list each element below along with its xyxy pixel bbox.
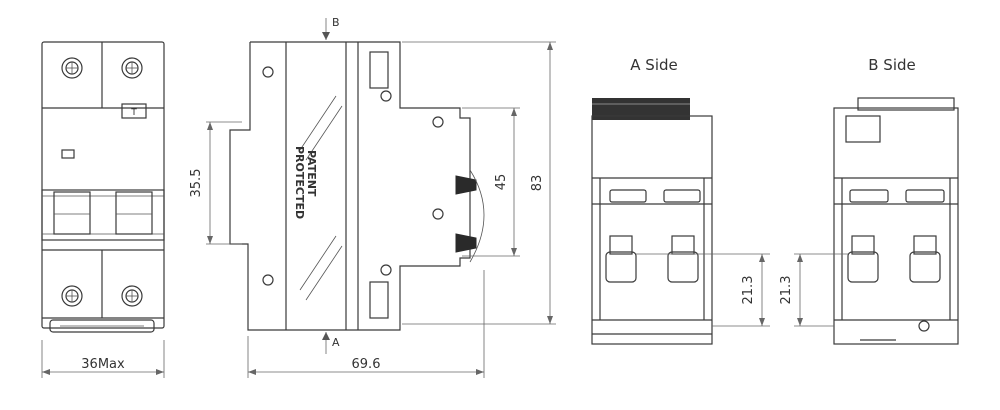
patent-text-line1: PATENT bbox=[305, 150, 318, 197]
side-view: PATENT PROTECTED B A 35.5 69.6 45 bbox=[189, 16, 556, 378]
total-height-dimension: 83 bbox=[530, 175, 545, 192]
terminal-screw-icon bbox=[61, 57, 83, 79]
toggle-handle bbox=[115, 191, 153, 235]
b-side-top-block bbox=[845, 115, 881, 143]
a-side-terminal-left bbox=[605, 235, 637, 283]
front-view: T 36Max bbox=[41, 41, 165, 378]
a-side-title: A Side bbox=[630, 56, 677, 74]
b-side-title: B Side bbox=[868, 56, 916, 74]
terminal-screw-icon bbox=[121, 285, 143, 307]
front-width-dimension: 36Max bbox=[81, 357, 125, 372]
side-width-dimension: 69.6 bbox=[352, 357, 381, 372]
toggle-handle bbox=[53, 191, 91, 235]
test-button bbox=[121, 103, 147, 119]
a-side-terminal-dimension: 21.3 bbox=[741, 276, 756, 305]
a-side-terminal-right bbox=[667, 235, 699, 283]
b-side-terminal-left bbox=[847, 235, 879, 283]
a-side-top-terminal bbox=[592, 98, 690, 120]
terminal-screw-icon bbox=[61, 285, 83, 307]
section-marker-b: B bbox=[332, 16, 340, 29]
patent-text-line2: PROTECTED bbox=[293, 146, 306, 219]
test-button-label: T bbox=[130, 108, 137, 118]
b-side-indicator-circle bbox=[918, 320, 930, 332]
indicator-window bbox=[61, 149, 75, 159]
rail-height-dimension: 35.5 bbox=[189, 169, 204, 198]
b-side-terminal-dimension: 21.3 bbox=[779, 276, 794, 305]
section-marker-a: A bbox=[332, 336, 340, 349]
inner-height-dimension: 45 bbox=[494, 174, 509, 191]
b-side-terminal-right bbox=[909, 235, 941, 283]
a-side-view: A Side 21.3 bbox=[591, 56, 770, 345]
terminal-screw-icon bbox=[121, 57, 143, 79]
b-side-view: B Side 21.3 bbox=[779, 56, 959, 345]
